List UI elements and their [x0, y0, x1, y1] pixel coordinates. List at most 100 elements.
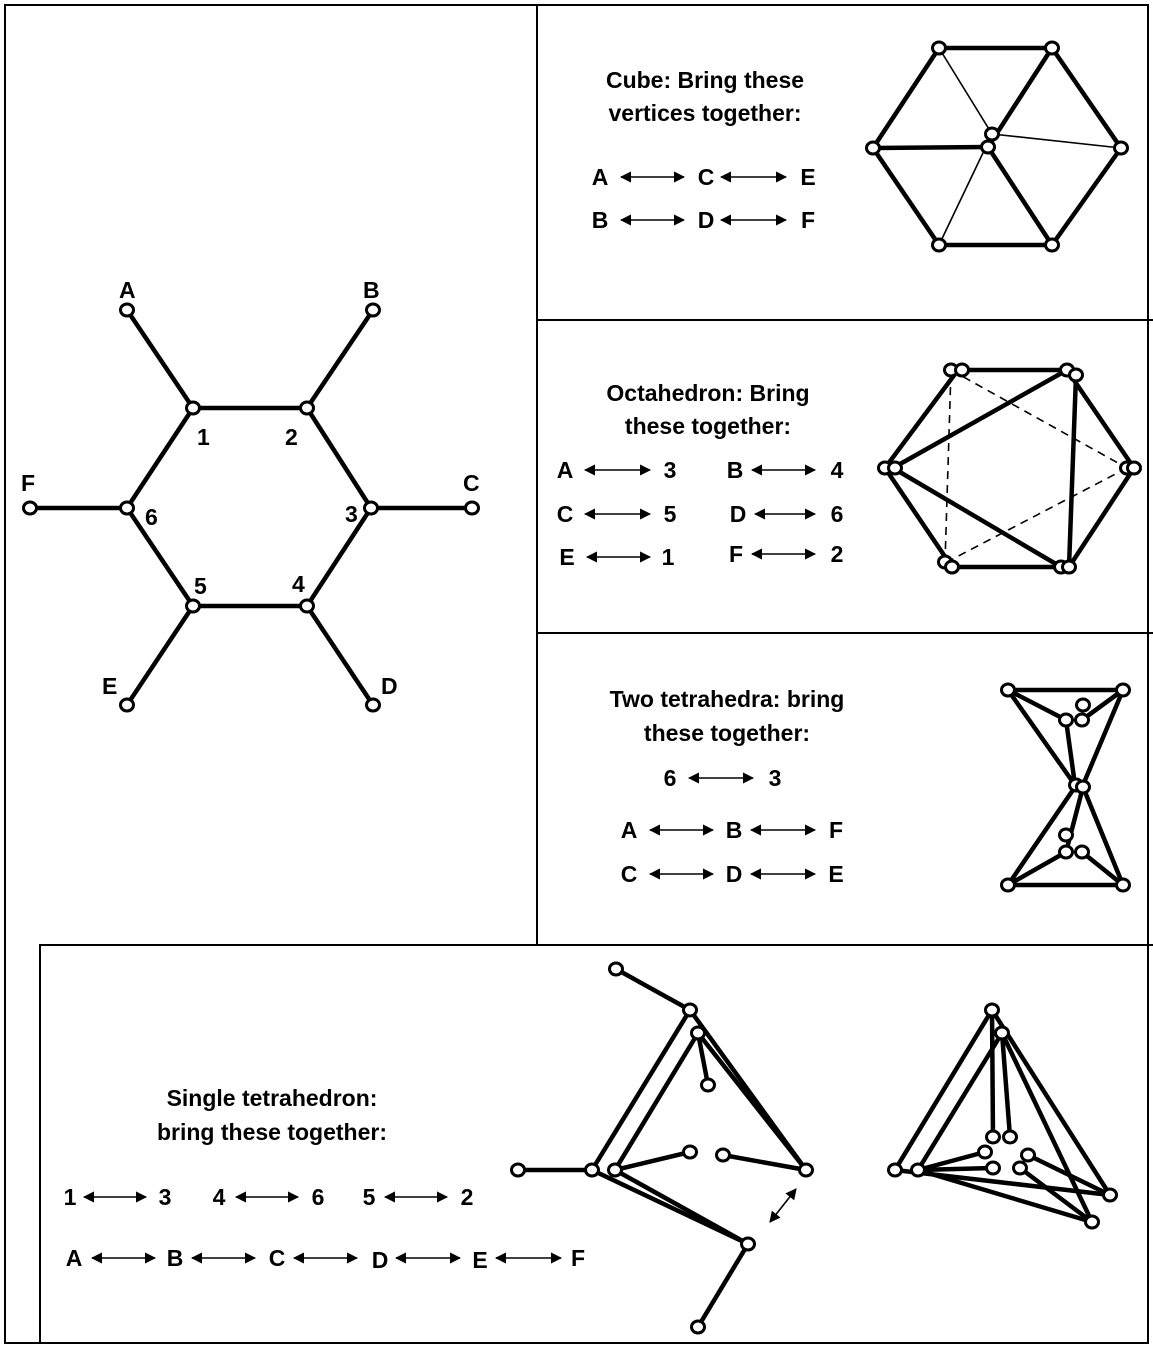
vertex-dot — [1115, 682, 1131, 698]
vertex-dot — [185, 400, 201, 416]
tetra2-row1-item-1: 6 — [664, 765, 677, 791]
edge-line — [695, 1241, 751, 1330]
octa-pair-5-left: E — [559, 544, 574, 570]
edge-line — [870, 144, 991, 151]
edge-line — [870, 45, 942, 151]
single-tetrahedron-title-line-1: Single tetrahedron: — [167, 1085, 378, 1111]
edge-line — [1005, 687, 1078, 788]
edge-line — [882, 367, 961, 471]
edge-line — [589, 1007, 693, 1173]
edge-line — [1080, 784, 1126, 888]
vertex-dot — [1074, 844, 1090, 860]
octa-pair-5-right: 1 — [662, 544, 675, 570]
edge-line — [870, 145, 942, 248]
edge-line — [915, 1167, 1095, 1225]
edge-line — [612, 1030, 701, 1173]
tetra1-row2-item-b: B — [167, 1245, 184, 1271]
octa-pair-2-left: B — [727, 457, 744, 483]
vertex-dot — [1075, 697, 1091, 713]
vertex-dot — [994, 1025, 1010, 1041]
vertex-dot — [365, 302, 381, 318]
edge-line — [892, 1007, 995, 1173]
tetra2-row3-item-1: C — [621, 861, 638, 887]
tetra2-row3-item-2: D — [726, 861, 743, 887]
net-labels: A B C D E F 1 2 3 4 5 6 — [21, 277, 480, 699]
edge-line — [882, 465, 955, 570]
edge-line — [1079, 849, 1126, 888]
edge-line — [1049, 145, 1124, 248]
edge-line — [991, 133, 1122, 149]
edge-line — [304, 603, 376, 708]
octa-pair-3-right: 5 — [664, 501, 677, 527]
edge-line — [124, 603, 196, 708]
edge-line — [890, 465, 1064, 570]
vertex-dot — [1000, 682, 1016, 698]
edge-line — [1064, 367, 1137, 471]
octa-pair-6-left: F — [729, 541, 743, 567]
octa-pair-3-left: C — [557, 501, 574, 527]
edge-line — [720, 1152, 809, 1173]
edge-line — [985, 144, 1055, 248]
single-tetrahedron-title-line-2: bring these together: — [157, 1119, 387, 1145]
edge-line — [695, 1030, 809, 1173]
vertex-dot — [363, 500, 379, 516]
vertex-dot — [985, 1160, 1001, 1176]
vertex-dot — [715, 1147, 731, 1163]
cube-title-line-2: vertices together: — [608, 100, 801, 126]
cube-row1-item-2: C — [698, 164, 715, 190]
two-tetrahedra-panel: Two tetrahedra: bring these together: 6 … — [610, 682, 1131, 893]
edge-line — [124, 405, 196, 511]
edge-line — [124, 307, 196, 411]
tetra1-row2-item-c: C — [269, 1245, 286, 1271]
vertex-dot — [119, 302, 135, 318]
single-tetrahedron-folded — [887, 1002, 1118, 1230]
two-tetrahedra-figure — [1000, 682, 1131, 893]
net-label-c: C — [463, 470, 480, 496]
vertex-dot — [1068, 367, 1084, 383]
edge-line — [1066, 465, 1137, 570]
octa-pair-1-left: A — [557, 457, 574, 483]
edge-line — [944, 467, 1128, 564]
edge-line — [999, 1030, 1013, 1140]
vertex-dot — [608, 961, 624, 977]
vertex-dot — [584, 1162, 600, 1178]
vertex-dot — [510, 1162, 526, 1178]
single-tetrahedron-pairs: 1 3 4 6 5 2 A B C D E F — [64, 1184, 585, 1273]
single-tetrahedron-panel: Single tetrahedron: bring these together… — [64, 961, 1118, 1335]
edge-line — [304, 505, 374, 609]
vertex-dot — [887, 1162, 903, 1178]
vertex-dot — [690, 1319, 706, 1335]
edge-line — [989, 1007, 996, 1140]
tetra1-row1-pair3-right: 2 — [461, 1184, 474, 1210]
vertex-dot — [682, 1144, 698, 1160]
two-tetrahedra-title-line-1: Two tetrahedra: bring — [610, 686, 845, 712]
net-label-f: F — [21, 470, 35, 496]
vertex-dot — [299, 598, 315, 614]
edge-line — [989, 1007, 1113, 1198]
tetra1-row1-pair1-right: 3 — [159, 1184, 172, 1210]
edge-line — [999, 1030, 1095, 1225]
edge-line — [890, 367, 1070, 471]
vertex-dot — [690, 1025, 706, 1041]
tetra1-row1-pair1-left: 1 — [64, 1184, 77, 1210]
cube-pairs: A C E B D F — [592, 164, 816, 233]
edge-line — [950, 369, 1128, 469]
vertex-dot — [1126, 460, 1142, 476]
vertex-dot — [954, 362, 970, 378]
vertex-dot — [740, 1236, 756, 1252]
tetra1-row1-pair2-right: 6 — [312, 1184, 325, 1210]
vertex-dot — [798, 1162, 814, 1178]
octahedron-title-line-1: Octahedron: Bring — [606, 380, 809, 406]
edge-line — [1063, 717, 1078, 788]
net-label-a: A — [119, 277, 136, 303]
octa-pair-2-right: 4 — [831, 457, 844, 483]
vertex-dot — [700, 1077, 716, 1093]
edge-line — [915, 1030, 1005, 1173]
vertex-dot — [299, 400, 315, 416]
octahedron-pairs: A 3 B 4 C 5 D 6 E 1 F 2 — [557, 457, 844, 570]
net-label-2: 2 — [285, 424, 298, 450]
vertex-dot — [1058, 844, 1074, 860]
edge-line — [1079, 687, 1126, 723]
edge-line — [915, 1165, 996, 1173]
